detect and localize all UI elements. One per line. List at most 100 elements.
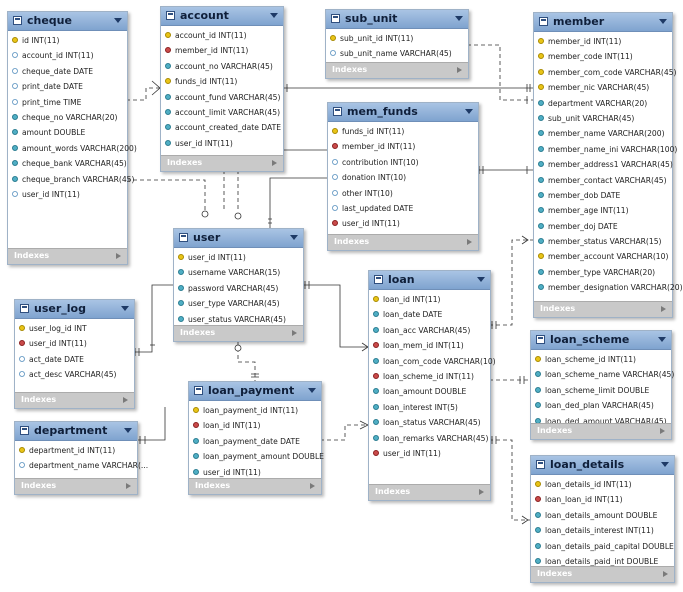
chevron-down-icon[interactable]	[658, 337, 666, 342]
column-row[interactable]: loan_ded_plan VARCHAR(45)	[531, 398, 671, 413]
chevron-right-icon[interactable]	[310, 483, 315, 489]
table-header[interactable]: account	[161, 7, 283, 26]
column-row[interactable]: funds_id INT(11)	[328, 124, 478, 139]
chevron-right-icon[interactable]	[116, 253, 121, 259]
column-row[interactable]: member_name VARCHAR(200)	[534, 126, 672, 141]
column-row[interactable]: member_address1 VARCHAR(45)	[534, 157, 673, 172]
column-row[interactable]: id INT(11)	[8, 33, 127, 48]
column-row[interactable]: member_name_ini VARCHAR(100)	[534, 142, 677, 157]
table-header[interactable]: user	[174, 229, 303, 248]
column-row[interactable]: loan_details_paid_capital DOUBLE	[531, 539, 674, 554]
column-row[interactable]: user_id INT(11)	[328, 216, 478, 231]
column-row[interactable]: amount_words VARCHAR(200)	[8, 141, 137, 156]
column-row[interactable]: loan_scheme_name VARCHAR(45)	[531, 367, 674, 382]
column-row[interactable]: member_id INT(11)	[161, 43, 283, 58]
column-row[interactable]: member_status VARCHAR(15)	[534, 234, 672, 249]
chevron-right-icon[interactable]	[661, 306, 666, 312]
column-row[interactable]: username VARCHAR(15)	[174, 265, 303, 280]
column-row[interactable]: member_designation VARCHAR(20)	[534, 280, 683, 295]
column-row[interactable]: loan_details_interest INT(11)	[531, 523, 674, 538]
column-row[interactable]: loan_payment_id INT(11)	[189, 403, 321, 418]
column-row[interactable]: act_desc VARCHAR(45)	[15, 367, 134, 382]
chevron-down-icon[interactable]	[114, 18, 122, 23]
column-row[interactable]: member_com_code VARCHAR(45)	[534, 65, 677, 80]
column-row[interactable]: sub_unit_name VARCHAR(45)	[326, 46, 468, 61]
column-row[interactable]: account_id INT(11)	[161, 28, 283, 43]
chevron-right-icon[interactable]	[660, 428, 665, 434]
indexes-bar[interactable]: Indexes	[8, 248, 127, 264]
table-header[interactable]: cheque	[8, 12, 127, 31]
chevron-right-icon[interactable]	[663, 571, 668, 577]
indexes-bar[interactable]: Indexes	[328, 234, 478, 250]
chevron-right-icon[interactable]	[457, 67, 462, 73]
chevron-down-icon[interactable]	[661, 462, 669, 467]
column-row[interactable]: cheque_date DATE	[8, 64, 127, 79]
table-header[interactable]: sub_unit	[326, 10, 468, 29]
column-row[interactable]: member_id INT(11)	[328, 139, 478, 154]
indexes-bar[interactable]: Indexes	[326, 62, 468, 78]
table-header[interactable]: loan	[369, 271, 490, 290]
column-row[interactable]: cheque_branch VARCHAR(45)	[8, 172, 134, 187]
column-row[interactable]: user_log_id INT	[15, 321, 134, 336]
column-row[interactable]: account_limit VARCHAR(45)	[161, 105, 283, 120]
column-row[interactable]: loan_date DATE	[369, 307, 490, 322]
column-row[interactable]: loan_scheme_id INT(11)	[369, 369, 490, 384]
column-row[interactable]: print_date DATE	[8, 79, 127, 94]
chevron-down-icon[interactable]	[124, 428, 132, 433]
column-row[interactable]: member_id INT(11)	[534, 34, 672, 49]
chevron-down-icon[interactable]	[455, 16, 463, 21]
indexes-bar[interactable]: Indexes	[189, 478, 321, 494]
column-row[interactable]: loan_payment_amount DOUBLE	[189, 449, 324, 464]
table-header[interactable]: department	[15, 422, 137, 441]
column-row[interactable]: loan_details_paid_int DOUBLE	[531, 554, 674, 569]
column-row[interactable]: loan_id INT(11)	[369, 292, 490, 307]
indexes-bar[interactable]: Indexes	[531, 423, 671, 439]
column-row[interactable]: loan_acc VARCHAR(45)	[369, 323, 490, 338]
column-row[interactable]: amount DOUBLE	[8, 125, 127, 140]
column-row[interactable]: account_id INT(11)	[8, 48, 127, 63]
column-row[interactable]: member_type VARCHAR(20)	[534, 265, 672, 280]
indexes-bar[interactable]: Indexes	[174, 325, 303, 341]
column-row[interactable]: loan_id INT(11)	[189, 418, 321, 433]
column-row[interactable]: user_id INT(11)	[369, 446, 490, 461]
indexes-bar[interactable]: Indexes	[15, 478, 137, 494]
column-row[interactable]: user_type VARCHAR(45)	[174, 296, 303, 311]
column-row[interactable]: user_id INT(11)	[8, 187, 127, 202]
column-row[interactable]: department_name VARCHAR(...	[15, 458, 148, 473]
column-row[interactable]: donation INT(10)	[328, 170, 478, 185]
column-row[interactable]: loan_mem_id INT(11)	[369, 338, 490, 353]
column-row[interactable]: sub_unit_id INT(11)	[326, 31, 468, 46]
table-mem-funds[interactable]: mem_funds funds_id INT(11)member_id INT(1…	[327, 102, 479, 251]
column-row[interactable]: funds_id INT(11)	[161, 74, 283, 89]
chevron-down-icon[interactable]	[290, 235, 298, 240]
table-header[interactable]: mem_funds	[328, 103, 478, 122]
chevron-right-icon[interactable]	[479, 489, 484, 495]
column-row[interactable]: loan_amount DOUBLE	[369, 384, 490, 399]
column-row[interactable]: user_id INT(11)	[189, 465, 321, 480]
table-department[interactable]: department department_id INT(11)departmen…	[14, 421, 148, 495]
column-row[interactable]: member_doj DATE	[534, 219, 672, 234]
column-row[interactable]: cheque_bank VARCHAR(45)	[8, 156, 127, 171]
column-row[interactable]: loan_status VARCHAR(45)	[369, 415, 490, 430]
column-row[interactable]: user_id INT(11)	[15, 336, 134, 351]
column-row[interactable]: contribution INT(10)	[328, 155, 478, 170]
table-account[interactable]: account account_id INT(11)member_id INT(1…	[160, 6, 284, 172]
indexes-bar[interactable]: Indexes	[15, 392, 134, 408]
chevron-right-icon[interactable]	[467, 239, 472, 245]
column-row[interactable]: account_fund VARCHAR(45)	[161, 90, 283, 105]
column-row[interactable]: act_date DATE	[15, 352, 134, 367]
chevron-down-icon[interactable]	[121, 306, 129, 311]
chevron-right-icon[interactable]	[292, 330, 297, 336]
column-row[interactable]: last_updated DATE	[328, 201, 478, 216]
column-row[interactable]: loan_details_amount DOUBLE	[531, 508, 674, 523]
column-row[interactable]: loan_loan_id INT(11)	[531, 492, 674, 507]
column-row[interactable]: department_id INT(11)	[15, 443, 137, 458]
chevron-down-icon[interactable]	[270, 13, 278, 18]
chevron-right-icon[interactable]	[272, 160, 277, 166]
column-row[interactable]: loan_details_id INT(11)	[531, 477, 674, 492]
chevron-down-icon[interactable]	[477, 277, 485, 282]
